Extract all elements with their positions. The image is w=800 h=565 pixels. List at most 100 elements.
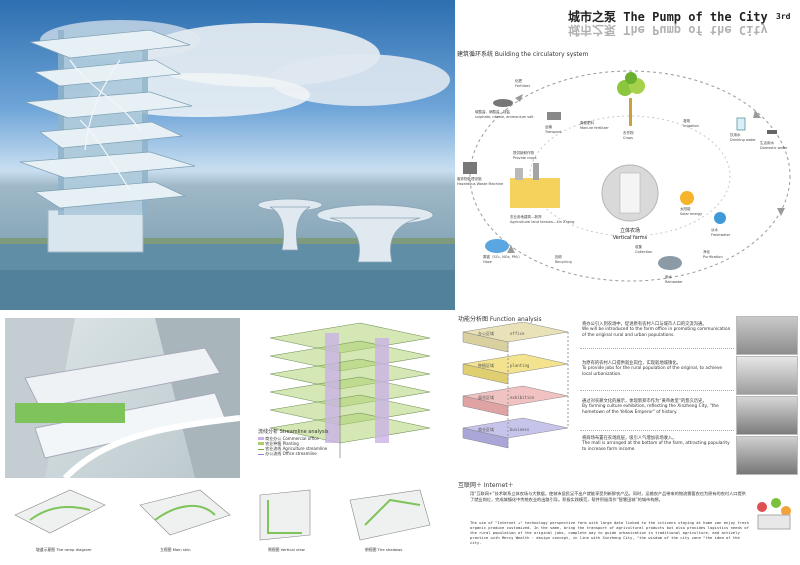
svg-text:Recycling: Recycling [555, 260, 572, 264]
caption-ramp: 坡道示意图 The ramp diagram [36, 547, 92, 552]
svg-text:Transport: Transport [544, 130, 562, 134]
svg-text:sulphate, nitrate, ammonium sa: sulphate, nitrate, ammonium salt [475, 115, 534, 119]
rain-cloud-icon [658, 256, 682, 270]
legend-commercial: 商业办公 Commercial office [258, 436, 353, 441]
svg-text:Provide crops: Provide crops [513, 156, 537, 160]
function-heading: 功能分析图 Function analysis [458, 316, 542, 323]
svg-text:Drinking water: Drinking water [730, 138, 756, 142]
glass-icon [736, 117, 746, 131]
svg-text:Manure fertilizer: Manure fertilizer [580, 126, 609, 130]
internet-paragraph-en: The use of "Internet +" technology persp… [470, 520, 749, 545]
haze-cloud-icon [485, 239, 509, 253]
svg-text:Freshwater: Freshwater [711, 233, 731, 237]
svg-text:饮用水: 饮用水 [730, 132, 741, 137]
bottom-diagrams [14, 489, 431, 541]
page-title-reflection: 城市之泵 The Pump of the City [568, 23, 768, 37]
legend-swatch-agri-line [258, 449, 264, 450]
svg-text:种植区域: 种植区域 [478, 362, 494, 368]
center-label-en: Vertical farms [613, 235, 648, 241]
svg-text:exhibition: exhibition [510, 395, 535, 400]
svg-text:雾霾（SO₂, NOx, PM₂）: 雾霾（SO₂, NOx, PM₂） [483, 254, 522, 259]
caption-vertical: 侧视图 Vertical view [268, 547, 305, 552]
interior-render-drawing [5, 318, 240, 478]
edition-label: 3rd [776, 12, 791, 21]
svg-text:生活用水: 生活用水 [760, 140, 774, 145]
svg-text:Haze: Haze [483, 260, 492, 264]
svg-text:Purification: Purification [703, 255, 723, 259]
photo-planting [736, 356, 798, 395]
soil-pile-icon [493, 99, 513, 107]
svg-text:雨水: 雨水 [665, 274, 673, 279]
legend-swatch-office-line [258, 454, 264, 455]
circulation-diagram: 化肥 Fertilizer 硫酸盐、硝酸盐、铵盐 sulphate, nitra… [457, 70, 791, 284]
svg-text:business: business [510, 427, 530, 432]
svg-text:粪便肥料: 粪便肥料 [580, 120, 594, 125]
internet-illustration [752, 495, 796, 535]
separator [580, 348, 734, 349]
svg-text:农业用地建筑—新郑: 农业用地建筑—新郑 [510, 214, 542, 219]
produce-box-icon [757, 498, 791, 530]
function-desc-exhibition: 通过对农耕文化的展示，体现新郑市作为“黄帝故里”的悠久历史。 By farmin… [582, 399, 719, 415]
svg-text:灌溉: 灌溉 [683, 118, 691, 123]
svg-text:农作物: 农作物 [623, 130, 634, 135]
function-desc-business: 将商场布置在农场底层，吸引人气增加农场收入。 The mall is arran… [582, 436, 730, 452]
legend-swatch-planting [258, 442, 264, 445]
function-desc-office: 将办公引入到农场中，促进原有农村人口与城市人口的交流沟通。 We will be… [582, 322, 731, 338]
faucet-icon [767, 130, 777, 134]
caption-main: 立视图 Main skin [160, 547, 191, 552]
legend-planting: 农业种植 Planting [258, 441, 353, 446]
svg-text:planting: planting [510, 363, 530, 368]
svg-text:太阳能: 太阳能 [680, 206, 691, 211]
separator [580, 430, 734, 431]
legend-office-line: 办公流线 Office streamline [258, 451, 353, 456]
legend-agri-line: 农业流线 Agriculture streamline [258, 446, 353, 451]
svg-text:化肥: 化肥 [515, 78, 523, 83]
photo-business [736, 436, 798, 475]
streamline-heading: 流线分析 Streamline analysis [258, 429, 329, 435]
crops-tree-icon [617, 72, 645, 126]
tower [19, 29, 196, 253]
caption-shadows: 俯视图 The shadows [365, 547, 403, 552]
svg-text:Solar energy: Solar energy [680, 212, 702, 216]
svg-text:展览区域: 展览区域 [478, 394, 494, 400]
function-desc-planting: 为原有的农村人口提供就业岗位，实现就地城镇化。 To provide jobs … [582, 361, 723, 377]
function-stack: 办公区域 office 种植区域 planting 展览区域 exhibitio… [462, 322, 569, 449]
truck-icon [547, 112, 561, 120]
streamline-legend: 商业办公 Commercial office 农业种植 Planting 农业流… [258, 436, 353, 456]
svg-text:运输: 运输 [545, 124, 553, 129]
svg-text:office: office [510, 331, 525, 336]
internet-paragraph-cn: 用“互联网+”技术联系立体农场与大数据，使城市居民足不出户就能享受到新鲜农产品。… [470, 491, 746, 502]
waste-machine-icon [463, 162, 477, 174]
svg-text:提供新鲜作物: 提供新鲜作物 [513, 150, 534, 155]
separator [580, 390, 734, 391]
svg-text:办公区域: 办公区域 [478, 330, 494, 336]
svg-text:收集: 收集 [635, 244, 643, 249]
svg-text:废弃物处理设施: 废弃物处理设施 [457, 176, 482, 181]
sun-icon [680, 191, 694, 205]
water-drop-icon [714, 212, 726, 224]
page-title: 城市之泵 The Pump of the City [568, 10, 768, 24]
svg-text:硫酸盐、硝酸盐、铵盐: 硫酸盐、硝酸盐、铵盐 [475, 109, 510, 114]
svg-text:Irrigation: Irrigation [683, 124, 699, 128]
svg-text:Collection: Collection [635, 250, 652, 254]
svg-text:Hazardous Waste Machine: Hazardous Waste Machine [457, 182, 503, 186]
streamline-diagram [250, 318, 450, 478]
svg-text:Domestic water: Domestic water [760, 146, 788, 150]
photo-office [736, 316, 798, 355]
svg-text:净化: 净化 [703, 249, 711, 254]
svg-text:Agricultural land tension—Xin: Agricultural land tension—Xin Zheng [510, 220, 574, 224]
internet-heading: 互联网＋ Internet＋ [458, 482, 514, 489]
svg-text:Crops: Crops [623, 136, 633, 140]
hero-render [0, 0, 455, 310]
legend-swatch-commercial [258, 437, 264, 440]
interior-render [5, 318, 240, 478]
hero-render-drawing [0, 20, 455, 310]
circulation-heading: 建筑循环系统 Building the circulatory system [457, 51, 589, 58]
center-label-cn: 立体农场 [620, 227, 640, 234]
pump-structures [257, 198, 434, 263]
factory-icon [510, 163, 560, 208]
svg-text:Fertilizer: Fertilizer [515, 84, 531, 88]
svg-text:淡水: 淡水 [711, 227, 719, 232]
streamline-axonometric [269, 322, 431, 458]
photo-exhibition [736, 396, 798, 435]
